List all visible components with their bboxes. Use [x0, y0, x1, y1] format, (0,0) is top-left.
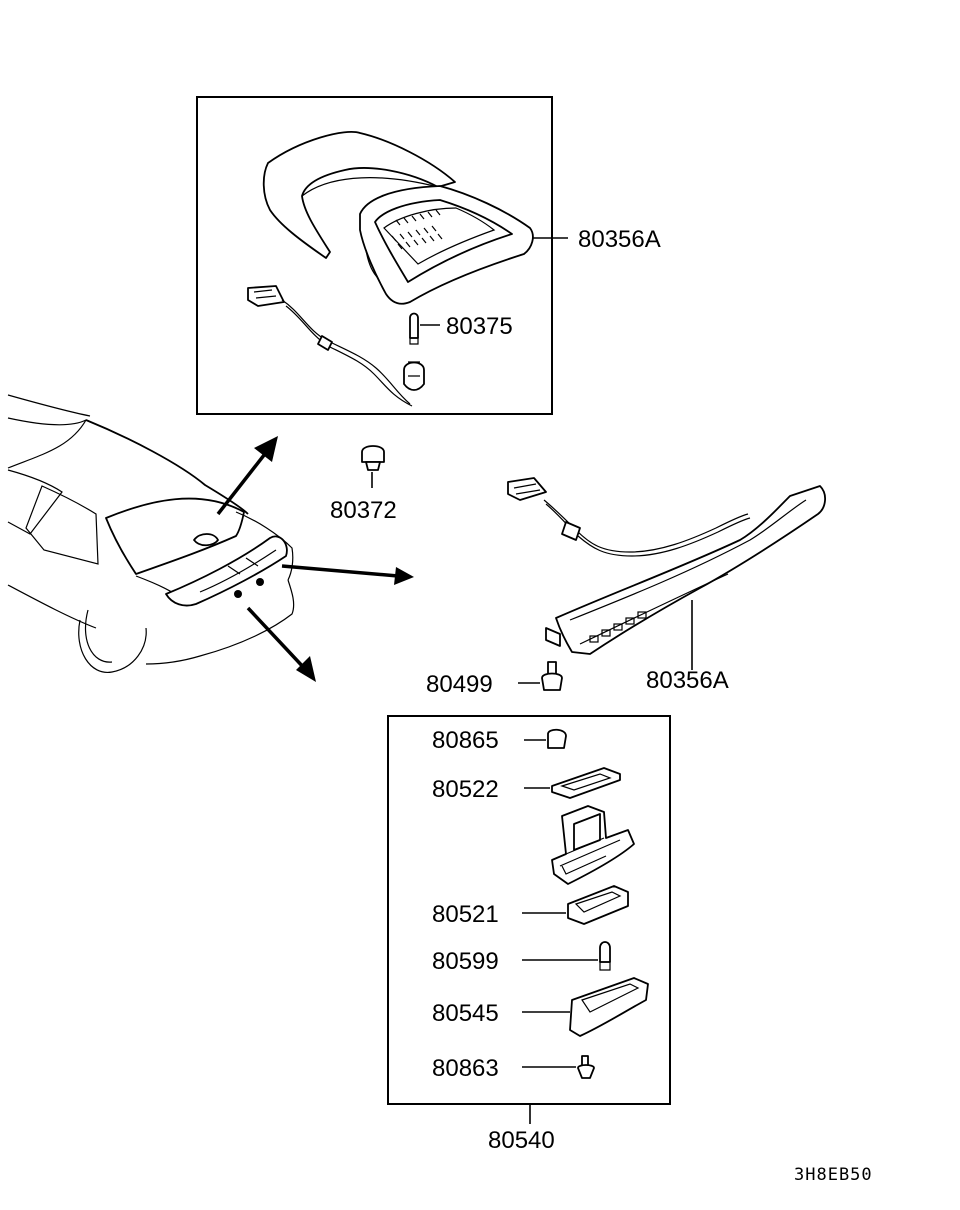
label-80545: 80545 [432, 1000, 499, 1027]
vehicle-rear-view [7, 394, 295, 673]
high-mount-lamp-external: 80356A [507, 477, 826, 694]
label-80599: 80599 [432, 948, 499, 975]
label-80865: 80865 [432, 727, 499, 754]
high-mount-stop-lamp-box: 80356A 80375 [196, 96, 661, 415]
screw-part: 80499 [426, 661, 563, 698]
label-80863: 80863 [432, 1055, 499, 1082]
label-80372: 80372 [330, 497, 397, 524]
callout-arrows [216, 436, 414, 682]
label-80375: 80375 [446, 313, 513, 340]
label-80522: 80522 [432, 776, 499, 803]
label-80499: 80499 [426, 671, 493, 698]
grommet-part: 80372 [330, 445, 397, 524]
label-80540: 80540 [488, 1127, 555, 1154]
license-lamp-box: 80865 80522 80521 80599 80545 80863 [387, 715, 671, 1154]
label-80356A-upper: 80356A [578, 226, 661, 253]
label-80356A-lower: 80356A [646, 667, 729, 694]
drawing-code: 3H8EB50 [794, 1165, 873, 1185]
label-80521: 80521 [432, 901, 499, 928]
